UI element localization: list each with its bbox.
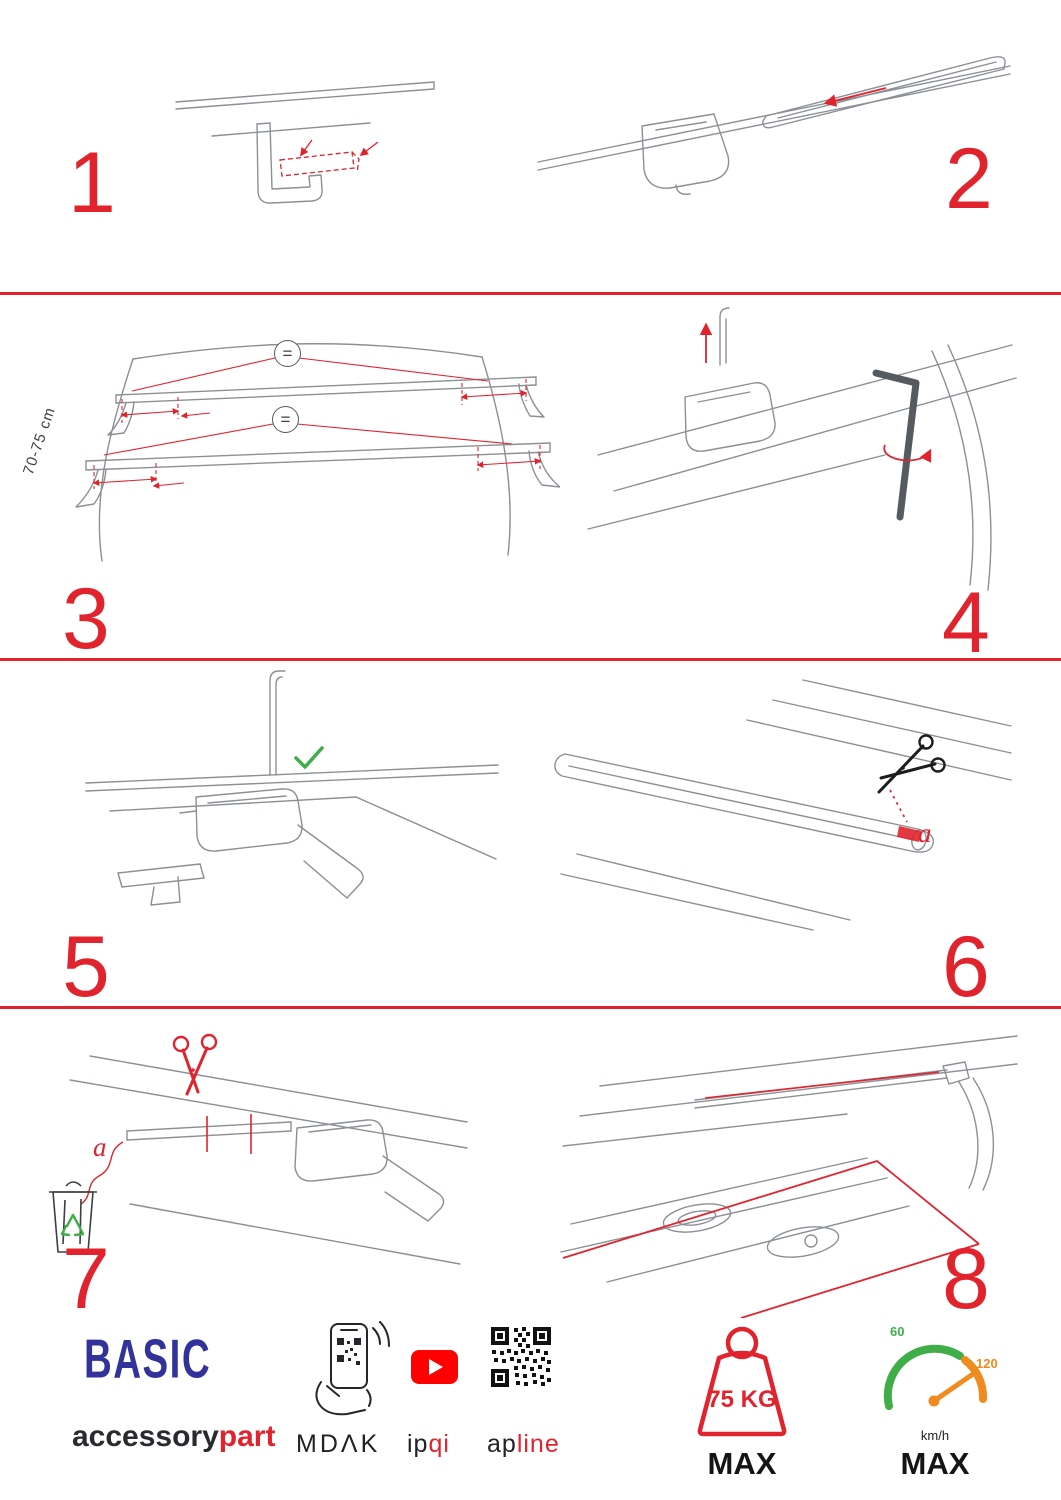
- step-4-number: 4: [942, 575, 990, 671]
- slide-direction-arrow: [823, 87, 887, 107]
- step7-illustration: [49, 1033, 468, 1265]
- rail-slide-sketch: [537, 56, 1011, 195]
- cut-line: [889, 789, 908, 823]
- door-frame-sketch: [175, 81, 435, 204]
- step2-illustration: [537, 56, 1011, 195]
- step-7-number: 7: [62, 1231, 110, 1327]
- step-5-number: 5: [62, 919, 110, 1015]
- logo-apline-red: line: [516, 1430, 560, 1458]
- section-divider-2: [0, 658, 1061, 661]
- section-divider-3: [0, 1006, 1061, 1009]
- cut-marks: [80, 1114, 252, 1205]
- step5-illustration: [85, 670, 499, 906]
- allen-key-icon: [872, 369, 920, 521]
- brand-subtitle-black: accessory: [72, 1420, 219, 1453]
- trash-recycle-icon: [49, 1181, 97, 1253]
- clamp-check-sketch: [85, 670, 499, 906]
- weight-limit-value: 75 KG: [707, 1386, 777, 1413]
- youtube-icon: [411, 1350, 458, 1384]
- logo-mdak: MDΛK: [296, 1430, 381, 1458]
- pad-insert-highlight: [279, 139, 379, 177]
- weight-limit-icon: [697, 1326, 787, 1437]
- clamp-tighten-sketch: [587, 307, 1017, 591]
- step1-illustration: [175, 81, 435, 204]
- step-3-number: 3: [62, 571, 110, 667]
- strip-label-a: a: [93, 1132, 107, 1162]
- phone-qr-icon: [315, 1321, 390, 1416]
- logo-ipqi: ipqi: [407, 1430, 450, 1459]
- brand-title: BASIC: [84, 1329, 212, 1390]
- step-2-number: 2: [945, 131, 993, 227]
- tighten-arrows: [699, 322, 932, 463]
- qr-code: [491, 1327, 551, 1387]
- final-assembly-sketch: [560, 1035, 1018, 1283]
- step4-illustration: [587, 307, 1017, 591]
- step6-illustration: [554, 679, 1012, 931]
- roof-area-highlight: [562, 1071, 980, 1318]
- section-divider-1: [0, 292, 1061, 295]
- logo-ipqi-red: qi: [428, 1430, 450, 1458]
- roof-bars-sketch: [75, 343, 560, 562]
- speed-unit-label: km/h: [920, 1428, 950, 1443]
- brand-subtitle: accessorypart: [72, 1420, 275, 1454]
- equal-spacing-badge-1: =: [274, 340, 301, 367]
- step-8-number: 8: [942, 1231, 990, 1327]
- scissors-icon: [877, 734, 946, 794]
- equal-sign: =: [280, 409, 291, 429]
- bar-strip-sketch: [554, 679, 1012, 931]
- step3-illustration: [75, 343, 560, 562]
- speedometer-icon: [883, 1344, 988, 1410]
- strip-label-a: a: [918, 818, 932, 848]
- logo-ipqi-black: ip: [407, 1430, 429, 1458]
- speed-max-label: MAX: [900, 1446, 970, 1481]
- weight-max-label: MAX: [707, 1446, 777, 1481]
- checkmark-icon: [294, 746, 324, 769]
- speed-high-label: 120: [976, 1356, 998, 1371]
- step8-illustration: [560, 1035, 1018, 1318]
- dimension-marks: [92, 357, 542, 489]
- brand-subtitle-red: part: [218, 1420, 276, 1453]
- equal-spacing-badge-2: =: [272, 406, 299, 433]
- scissors-icon-red: [172, 1033, 218, 1096]
- step-6-number: 6: [942, 919, 990, 1015]
- speed-low-label: 60: [890, 1324, 905, 1339]
- step-1-number: 1: [68, 135, 116, 231]
- logo-apline-black: ap: [487, 1430, 517, 1458]
- logo-apline: apline: [487, 1430, 560, 1459]
- rubber-strip-end: [897, 826, 921, 842]
- strip-cut-sketch: [69, 1055, 468, 1265]
- equal-sign: =: [282, 343, 293, 363]
